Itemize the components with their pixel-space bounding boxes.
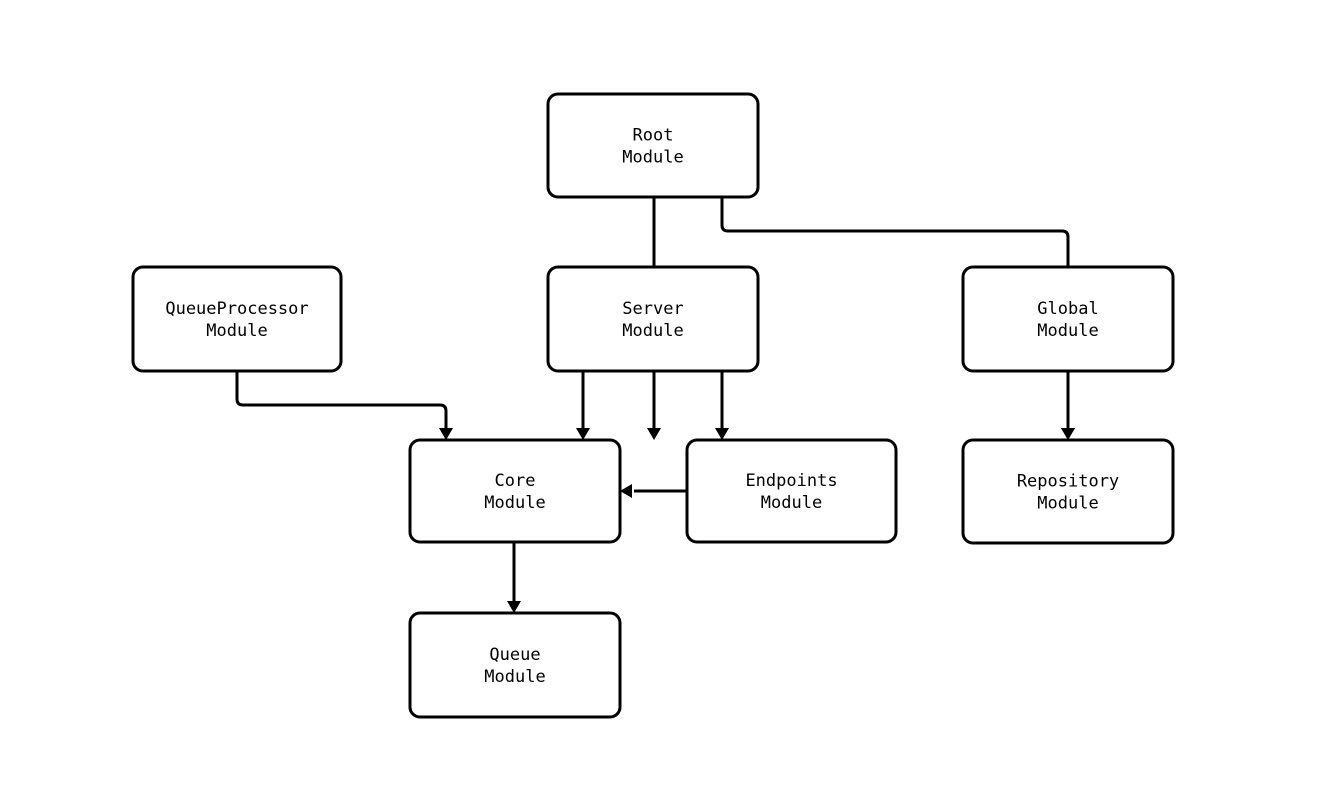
- server-module-box[interactable]: [546, 265, 760, 373]
- core-module-label-line2: Module: [484, 493, 545, 513]
- edge-global-to-repository: [1061, 371, 1075, 440]
- edge-queueprocessor-to-core-line: [235, 371, 448, 428]
- nodes-layer: RootModuleQueueProcessorModuleServerModu…: [131, 92, 1175, 719]
- root-module-label-line1: Root: [633, 126, 674, 146]
- edge-core-to-queue: [507, 542, 521, 613]
- edge-queueprocessor-to-core-arrowhead-icon: [439, 428, 453, 440]
- repository-module-label-line1: Repository: [1017, 472, 1119, 492]
- edge-server-to-endpoints-arrowhead-icon: [715, 428, 729, 440]
- queue-module-box[interactable]: [408, 611, 622, 719]
- edge-endpoints-to-core: [620, 484, 687, 498]
- root-module-box[interactable]: [546, 92, 760, 199]
- edge-server-to-core: [576, 371, 590, 440]
- queueprocessor-module-box[interactable]: [131, 265, 343, 373]
- endpoints-module-box[interactable]: [685, 438, 898, 544]
- endpoints-module-label-line2: Module: [761, 493, 822, 513]
- edge-queueprocessor-to-core: [235, 371, 453, 440]
- server-module-label-line2: Module: [622, 321, 683, 341]
- endpoints-module-label-line1: Endpoints: [745, 471, 837, 491]
- edges-layer: [235, 197, 1075, 613]
- core-module-label-line1: Core: [495, 471, 536, 491]
- repository-module-box[interactable]: [961, 438, 1175, 545]
- edge-root-to-global-line: [720, 197, 1070, 428]
- edge-server-to-endpoints: [715, 371, 729, 440]
- global-module-label-line2: Module: [1037, 321, 1098, 341]
- edge-endpoints-to-core-arrowhead-icon: [620, 484, 632, 498]
- queue-module-label-line1: Queue: [489, 645, 540, 665]
- queue-module-label-line2: Module: [484, 667, 545, 687]
- edge-root-to-server-arrowhead-icon: [647, 428, 661, 440]
- global-module-box[interactable]: [961, 265, 1175, 373]
- edge-global-to-repository-arrowhead-icon: [1061, 428, 1075, 440]
- server-module-label-line1: Server: [622, 299, 683, 319]
- root-module-label-line2: Module: [622, 148, 683, 168]
- queueprocessor-module-label-line1: QueueProcessor: [165, 299, 308, 319]
- edge-server-to-core-arrowhead-icon: [576, 428, 590, 440]
- core-module-box[interactable]: [408, 438, 622, 544]
- queueprocessor-module-label-line2: Module: [206, 321, 267, 341]
- edge-core-to-queue-arrowhead-icon: [507, 601, 521, 613]
- global-module-label-line1: Global: [1037, 299, 1098, 319]
- repository-module-label-line2: Module: [1037, 494, 1098, 514]
